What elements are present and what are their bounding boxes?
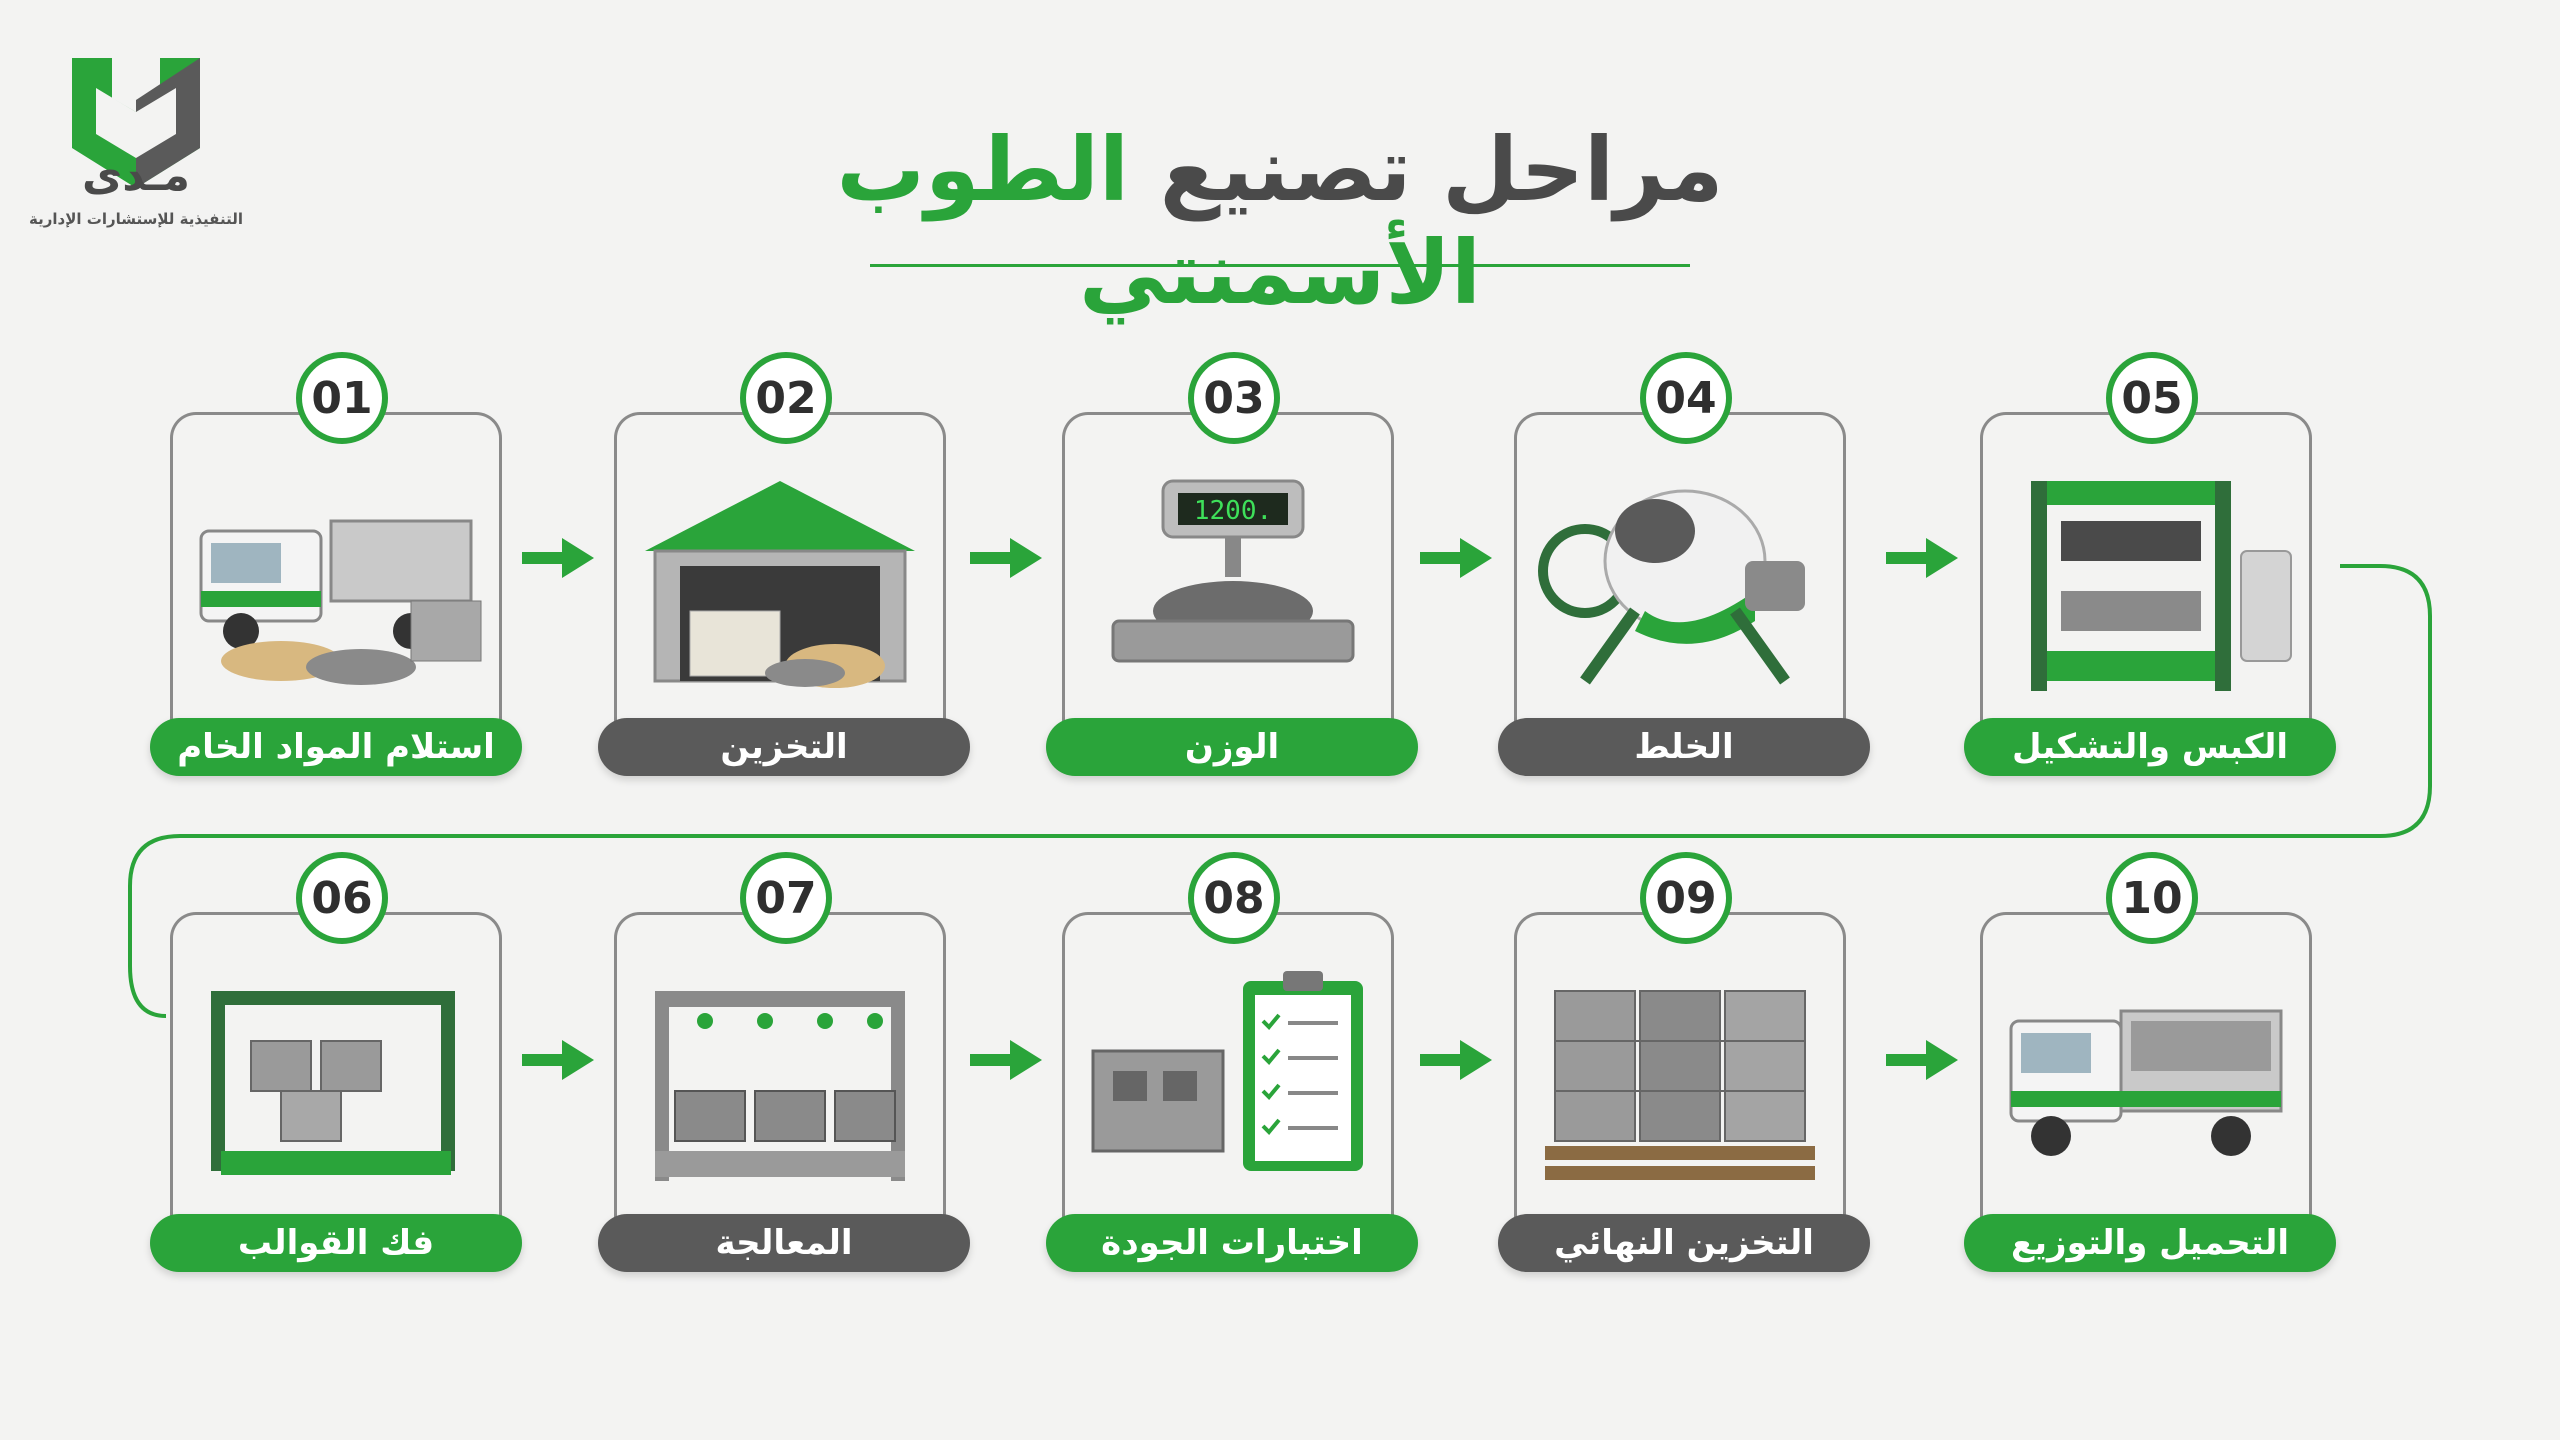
brand-name: مـدى — [81, 150, 191, 201]
step-number: 03 — [1188, 352, 1280, 444]
step-card-01 — [170, 412, 502, 758]
arrow-right-icon — [970, 538, 1042, 578]
step-card-03: 1200. — [1062, 412, 1394, 758]
pallet-blocks-icon — [1545, 990, 1815, 1180]
step-label: الوزن — [1046, 718, 1418, 776]
page-title: مراحل تصنيع الطوب الأسمنتي — [640, 118, 1920, 324]
arrow-right-icon — [1886, 1040, 1958, 1080]
step-card-04 — [1514, 412, 1846, 758]
step-card-05 — [1980, 412, 2312, 758]
quality-checklist-icon — [1091, 971, 1363, 1171]
step-label: الخلط — [1498, 718, 1870, 776]
step-card-07 — [614, 912, 946, 1258]
arrow-right-icon — [522, 538, 594, 578]
delivery-truck-icon — [2009, 1009, 2283, 1156]
step-label: اختبارات الجودة — [1046, 1214, 1418, 1272]
arrow-right-icon — [1886, 538, 1958, 578]
step-label: استلام المواد الخام — [150, 718, 522, 776]
step-label: التحميل والتوزيع — [1964, 1214, 2336, 1272]
step-number: 10 — [2106, 852, 2198, 944]
arrow-right-icon — [1420, 1040, 1492, 1080]
step-card-08 — [1062, 912, 1394, 1258]
step-number: 07 — [740, 852, 832, 944]
warehouse-icon — [645, 481, 915, 688]
curing-sprinkler-icon — [655, 991, 905, 1181]
title-part1: مراحل تصنيع — [1159, 118, 1724, 221]
step-number: 02 — [740, 352, 832, 444]
logo-icon — [72, 58, 200, 188]
truck-icon — [199, 519, 482, 685]
step-card-09 — [1514, 912, 1846, 1258]
step-number: 08 — [1188, 852, 1280, 944]
step-number: 05 — [2106, 352, 2198, 444]
press-machine-icon — [2031, 481, 2292, 691]
title-part2: الطوب الأسمنتي — [836, 118, 1482, 324]
step-card-06 — [170, 912, 502, 1258]
step-card-10 — [1980, 912, 2312, 1258]
step-label: فك القوالب — [150, 1214, 522, 1272]
step-card-02 — [614, 412, 946, 758]
arrow-right-icon — [1420, 538, 1492, 578]
arrow-right-icon — [970, 1040, 1042, 1080]
step-label: التخزين النهائي — [1498, 1214, 1870, 1272]
scale-icon: 1200. — [1111, 479, 1355, 663]
title-underline — [870, 264, 1690, 267]
arrow-right-icon — [522, 1040, 594, 1080]
mixer-icon — [1538, 489, 1805, 685]
step-number: 09 — [1640, 852, 1732, 944]
scale-display: 1200. — [1194, 496, 1272, 526]
step-number: 06 — [296, 852, 388, 944]
mold-frame-icon — [211, 991, 455, 1175]
step-label: التخزين — [598, 718, 970, 776]
step-number: 04 — [1640, 352, 1732, 444]
step-number: 01 — [296, 352, 388, 444]
step-label: الكبس والتشكيل — [1964, 718, 2336, 776]
brand-tagline: التنفيذية للإستشارات الإدارية — [29, 210, 243, 228]
step-label: المعالجة — [598, 1214, 970, 1272]
